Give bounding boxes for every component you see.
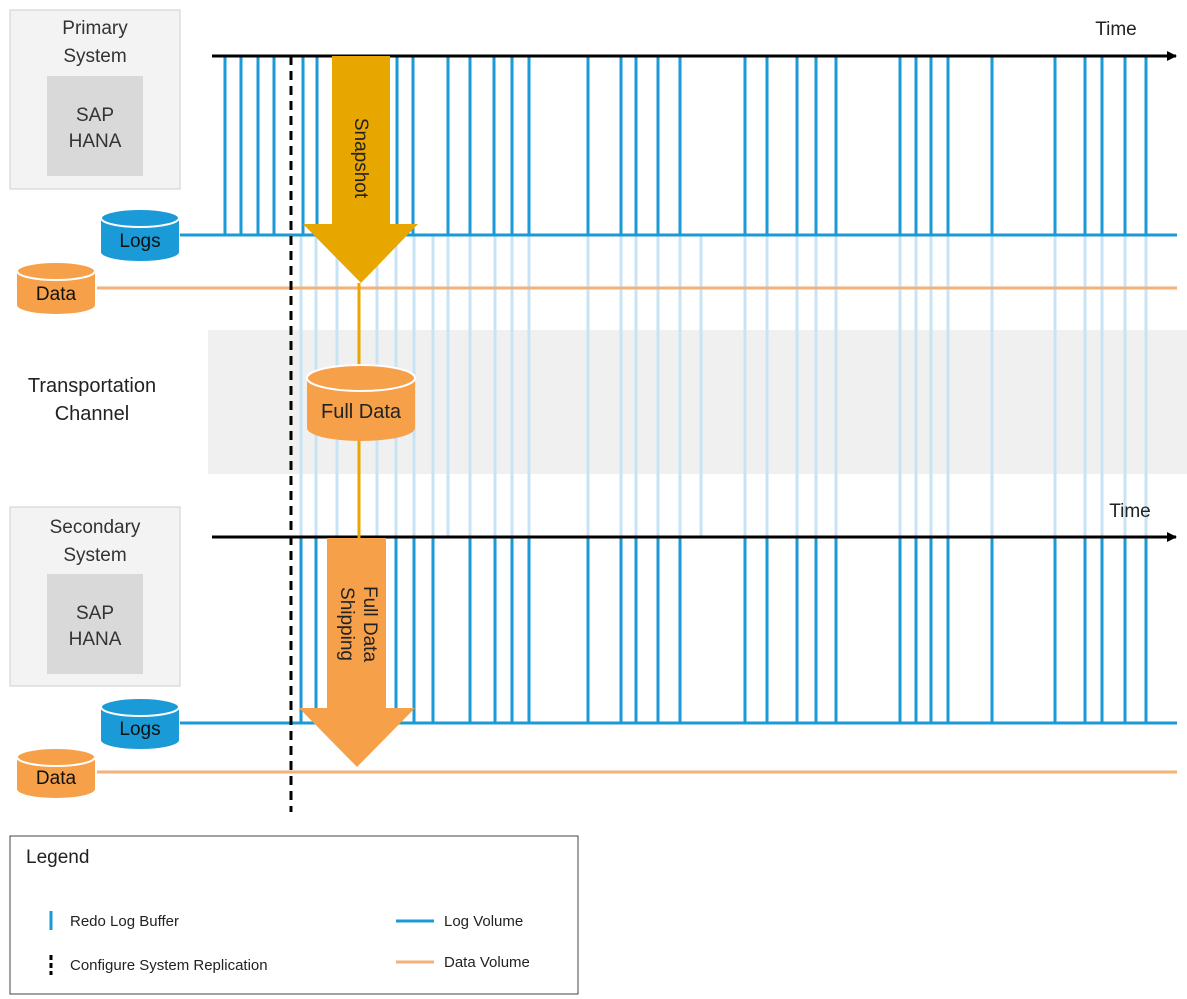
full-data-label: Full Data — [321, 401, 402, 423]
primary-db-line2: HANA — [69, 131, 122, 152]
primary-title-line2: System — [63, 46, 126, 67]
legend-log-volume-label: Log Volume — [444, 913, 523, 930]
secondary-system-box: Secondary System SAP HANA — [9, 506, 181, 687]
primary-title-line1: Primary — [62, 18, 128, 39]
legend-data-volume-label: Data Volume — [444, 954, 530, 971]
primary-redo-log-buffers — [223, 56, 1148, 235]
primary-data-cylinder: Data — [16, 261, 96, 314]
primary-logs-cylinder: Logs — [100, 208, 180, 261]
primary-time-label: Time — [1095, 19, 1137, 40]
secondary-data-cylinder: Data — [16, 747, 96, 798]
secondary-db-line2: HANA — [69, 629, 122, 650]
secondary-db-line1: SAP — [76, 603, 114, 624]
secondary-logs-cylinder: Logs — [100, 697, 180, 749]
secondary-redo-log-buffers — [299, 537, 1148, 723]
transport-channel-label-line1: Transportation — [28, 375, 156, 397]
shipping-label-line2: Shipping — [336, 587, 357, 661]
primary-logs-label: Logs — [119, 231, 160, 252]
secondary-title-line1: Secondary — [50, 517, 141, 538]
snapshot-arrow: Snapshot — [303, 56, 418, 283]
full-data-shipping-arrow: Full Data Shipping — [299, 538, 415, 767]
legend-title: Legend — [26, 847, 89, 868]
secondary-data-label: Data — [36, 768, 77, 789]
secondary-title-line2: System — [63, 545, 126, 566]
legend-box: Legend Redo Log Buffer Configure System … — [9, 835, 579, 995]
primary-data-label: Data — [36, 284, 77, 305]
legend-configure-replication-label: Configure System Replication — [70, 957, 268, 974]
transport-channel-label-line2: Channel — [55, 403, 130, 425]
transport-log-lines — [299, 235, 1148, 537]
shipping-label-line1: Full Data — [359, 586, 380, 662]
primary-system-box: Primary System SAP HANA — [9, 9, 181, 190]
primary-db-line1: SAP — [76, 105, 114, 126]
secondary-time-label: Time — [1109, 501, 1151, 522]
snapshot-label: Snapshot — [350, 118, 371, 199]
secondary-logs-label: Logs — [119, 719, 160, 740]
full-data-cylinder: Full Data — [306, 364, 416, 441]
legend-redo-log-buffer-label: Redo Log Buffer — [70, 913, 179, 930]
